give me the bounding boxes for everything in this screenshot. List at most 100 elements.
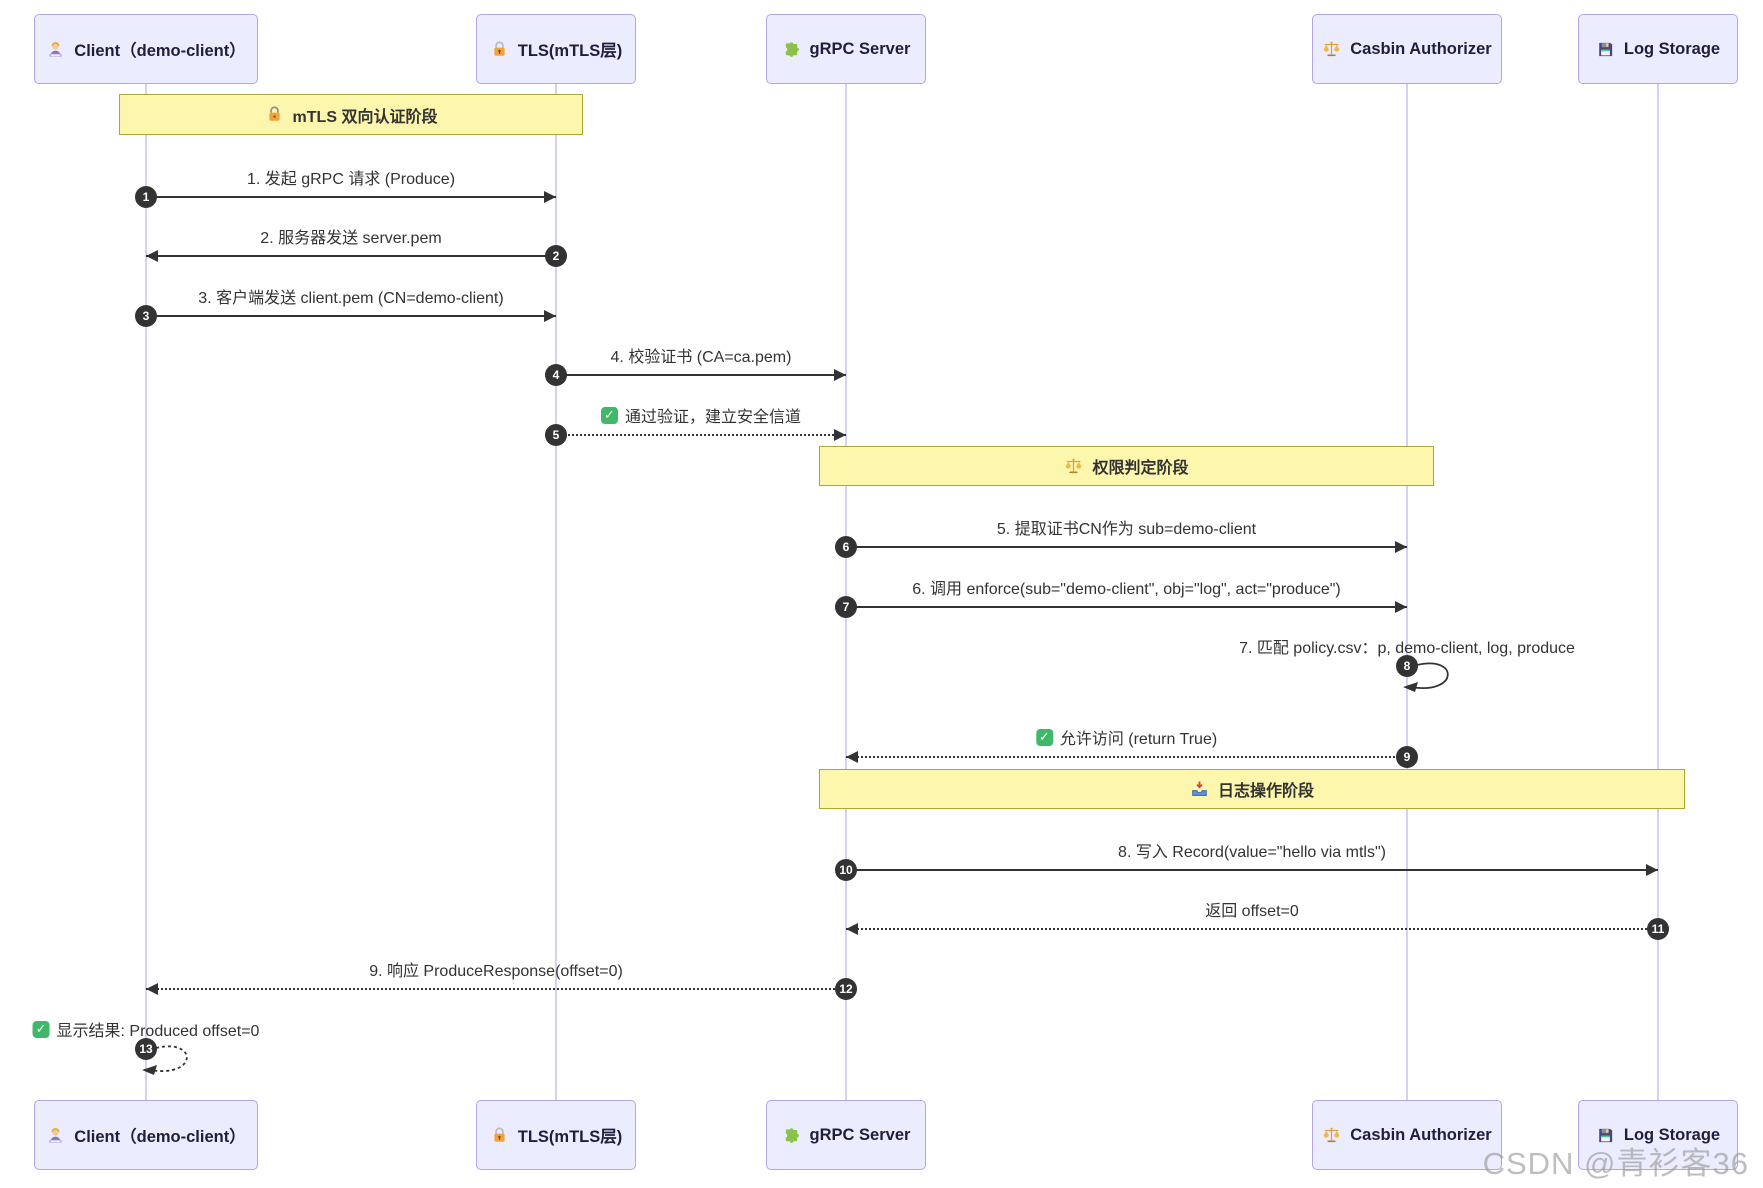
participant-label: Client（demo-client） xyxy=(74,1128,246,1146)
phase-banner-2: 权限判定阶段 xyxy=(819,446,1434,486)
arrowhead-6 xyxy=(1395,541,1407,553)
participant-label: Casbin Authorizer xyxy=(1350,1125,1492,1144)
message-label-13: ✓ 显示结果: Produced offset=0 xyxy=(32,1018,260,1040)
arrowhead-5 xyxy=(834,429,846,441)
seq-circle-8: 8 xyxy=(1396,655,1418,677)
message-label-11: 返回 offset=0 xyxy=(1205,898,1299,920)
scales-icon xyxy=(1064,457,1083,476)
message-label-8: 7. 匹配 policy.csv：p, demo-client, log, pr… xyxy=(1239,635,1575,657)
phase-label: 权限判定阶段 xyxy=(1092,460,1189,477)
check-icon: ✓ xyxy=(1035,728,1053,746)
seq-circle-12: 12 xyxy=(835,978,857,1000)
watermark: CSDN @青衫客36 xyxy=(1482,1146,1749,1181)
message-text: 允许访问 (return True) xyxy=(1059,731,1218,748)
lock-key-icon xyxy=(490,1126,509,1145)
arrowhead-12 xyxy=(146,983,158,995)
participant-log-top: Log Storage xyxy=(1578,14,1738,84)
message-arrow-11 xyxy=(846,928,1658,930)
inbox-icon xyxy=(1190,780,1209,799)
message-text: 通过验证，建立安全信道 xyxy=(624,409,802,426)
lifeline-log xyxy=(1657,84,1659,1100)
lifeline-grpc xyxy=(845,84,847,1100)
message-arrow-12 xyxy=(146,988,846,990)
message-label-9: ✓ 允许访问 (return True) xyxy=(1035,726,1218,748)
technologist-icon xyxy=(46,40,65,59)
seq-circle-6: 6 xyxy=(835,536,857,558)
message-arrow-9 xyxy=(846,756,1407,758)
message-text: 6. 调用 enforce(sub="demo-client", obj="lo… xyxy=(912,581,1341,598)
phase-banner-1: mTLS 双向认证阶段 xyxy=(119,94,583,135)
message-label-4: 4. 校验证书 (CA=ca.pem) xyxy=(611,344,792,366)
message-label-7: 6. 调用 enforce(sub="demo-client", obj="lo… xyxy=(912,576,1341,598)
message-text: 3. 客户端发送 client.pem (CN=demo-client) xyxy=(198,290,504,307)
seq-circle-1: 1 xyxy=(135,186,157,208)
seq-circle-2: 2 xyxy=(545,245,567,267)
participant-casbin-bottom: Casbin Authorizer xyxy=(1312,1100,1502,1170)
puzzle-icon xyxy=(782,1126,801,1145)
arrowhead-10 xyxy=(1646,864,1658,876)
message-label-12: 9. 响应 ProduceResponse(offset=0) xyxy=(369,958,623,980)
participant-client-bottom: Client（demo-client） xyxy=(34,1100,258,1170)
participant-label: Log Storage xyxy=(1623,39,1721,58)
message-arrow-5 xyxy=(556,434,846,436)
message-text: 5. 提取证书CN作为 sub=demo-client xyxy=(996,521,1257,538)
participant-tls-top: TLS(mTLS层) xyxy=(476,14,636,84)
participant-grpc-bottom: gRPC Server xyxy=(766,1100,926,1170)
message-arrow-3 xyxy=(146,315,556,317)
self-loop-8 xyxy=(1403,662,1449,692)
message-label-6: 5. 提取证书CN作为 sub=demo-client xyxy=(997,516,1256,538)
lock-icon xyxy=(265,105,284,124)
participant-label: TLS(mTLS层) xyxy=(517,1128,623,1146)
lifeline-client xyxy=(145,84,147,1100)
message-label-2: 2. 服务器发送 server.pem xyxy=(260,225,441,247)
seq-circle-9: 9 xyxy=(1396,746,1418,768)
message-arrow-10 xyxy=(846,869,1658,871)
self-loop-13 xyxy=(142,1045,188,1075)
message-arrow-7 xyxy=(846,606,1407,608)
message-text: 1. 发起 gRPC 请求 (Produce) xyxy=(246,171,456,188)
message-text: 2. 服务器发送 server.pem xyxy=(260,230,442,247)
phase-banner-3: 日志操作阶段 xyxy=(819,769,1685,809)
seq-circle-13: 13 xyxy=(135,1038,157,1060)
arrowhead-1 xyxy=(544,191,556,203)
message-arrow-4 xyxy=(556,374,846,376)
seq-circle-10: 10 xyxy=(835,859,857,881)
participant-label: Log Storage xyxy=(1623,1125,1721,1144)
message-label-10: 8. 写入 Record(value="hello via mtls") xyxy=(1118,839,1386,861)
participant-label: Casbin Authorizer xyxy=(1350,39,1492,58)
floppy-icon xyxy=(1596,40,1615,59)
participant-log-bottom: Log Storage xyxy=(1578,1100,1738,1170)
check-icon: ✓ xyxy=(32,1020,50,1038)
seq-circle-5: 5 xyxy=(545,424,567,446)
message-text: 返回 offset=0 xyxy=(1205,903,1299,920)
check-icon: ✓ xyxy=(600,406,618,424)
seq-circle-11: 11 xyxy=(1647,918,1669,940)
message-text: 4. 校验证书 (CA=ca.pem) xyxy=(610,349,792,366)
message-label-5: ✓ 通过验证，建立安全信道 xyxy=(600,404,802,426)
phase-label: 日志操作阶段 xyxy=(1217,783,1314,800)
participant-label: TLS(mTLS层) xyxy=(517,42,623,60)
message-text: 显示结果: Produced offset=0 xyxy=(56,1023,260,1040)
participant-client-top: Client（demo-client） xyxy=(34,14,258,84)
technologist-icon xyxy=(46,1126,65,1145)
scales-icon xyxy=(1322,40,1341,59)
message-arrow-1 xyxy=(146,196,556,198)
seq-circle-7: 7 xyxy=(835,596,857,618)
lifeline-casbin xyxy=(1406,84,1408,1100)
participant-casbin-top: Casbin Authorizer xyxy=(1312,14,1502,84)
participant-label: Client（demo-client） xyxy=(74,42,246,60)
message-text: 9. 响应 ProduceResponse(offset=0) xyxy=(369,963,623,980)
message-arrow-6 xyxy=(846,546,1407,548)
participant-tls-bottom: TLS(mTLS层) xyxy=(476,1100,636,1170)
message-text: 7. 匹配 policy.csv：p, demo-client, log, pr… xyxy=(1239,640,1575,657)
arrowhead-11 xyxy=(846,923,858,935)
phase-label: mTLS 双向认证阶段 xyxy=(292,108,438,126)
message-arrow-2 xyxy=(146,255,556,257)
floppy-icon xyxy=(1596,1126,1615,1145)
scales-icon xyxy=(1322,1126,1341,1145)
participant-label: gRPC Server xyxy=(809,39,911,58)
message-label-1: 1. 发起 gRPC 请求 (Produce) xyxy=(247,166,455,188)
lifeline-tls xyxy=(555,84,557,1100)
seq-circle-3: 3 xyxy=(135,305,157,327)
